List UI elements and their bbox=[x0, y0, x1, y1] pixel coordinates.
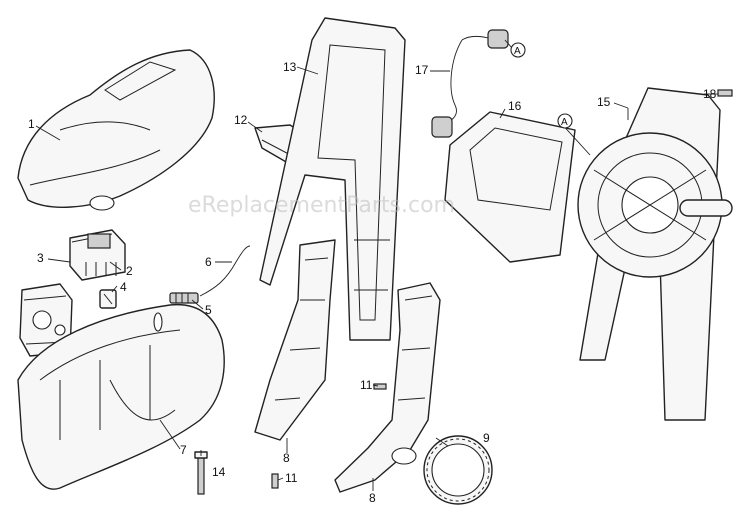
part-11-screws bbox=[271, 383, 387, 489]
part-2-3-switch-block bbox=[69, 229, 126, 281]
watermark-text: eReplacementParts.com bbox=[188, 193, 455, 218]
ref-a-1: A bbox=[514, 46, 521, 57]
part-13-frame-handle bbox=[259, 17, 406, 341]
callout-8a: 8 bbox=[283, 451, 290, 465]
part-14-bolt bbox=[194, 451, 208, 495]
part-18-screw bbox=[717, 89, 733, 97]
callout-9: 9 bbox=[483, 431, 490, 445]
callout-labels: 1 2 3 4 5 6 7 8 8 9 11 11 12 13 14 15 16… bbox=[28, 46, 717, 505]
callout-8b: 8 bbox=[369, 491, 376, 505]
callout-7: 7 bbox=[180, 443, 187, 457]
callout-6: 6 bbox=[205, 255, 212, 269]
callout-1: 1 bbox=[28, 117, 35, 131]
callout-2: 2 bbox=[126, 264, 133, 278]
part-8-side-panel-left bbox=[254, 239, 336, 441]
callout-16: 16 bbox=[508, 99, 522, 113]
part-7-base-housing bbox=[17, 303, 225, 490]
part-9-wheel bbox=[423, 435, 493, 505]
part-1-top-cover bbox=[17, 49, 215, 211]
callout-18: 18 bbox=[703, 87, 717, 101]
part-15-hose-reel-frame bbox=[577, 87, 733, 421]
part-16-panel bbox=[444, 111, 576, 263]
leader-lines bbox=[35, 39, 718, 491]
callout-15: 15 bbox=[597, 95, 611, 109]
callout-11b: 11 bbox=[285, 471, 298, 485]
callout-12: 12 bbox=[234, 113, 248, 127]
callout-5: 5 bbox=[205, 303, 212, 317]
part-6-hose bbox=[199, 245, 251, 297]
part-5-connector bbox=[169, 292, 199, 304]
ref-a-circle-2 bbox=[557, 113, 573, 129]
callout-17: 17 bbox=[415, 63, 429, 77]
part-4-small-switch bbox=[99, 289, 117, 309]
part-8-side-panel-right bbox=[334, 282, 441, 493]
part-17-hose-fitting bbox=[431, 29, 509, 138]
callout-4: 4 bbox=[120, 280, 127, 294]
ref-a-2: A bbox=[561, 117, 568, 128]
callout-13: 13 bbox=[283, 60, 297, 74]
callout-11a: 11 bbox=[360, 378, 373, 392]
callout-14: 14 bbox=[212, 465, 226, 479]
callout-3: 3 bbox=[37, 251, 44, 265]
ref-a-circle-1 bbox=[510, 42, 526, 58]
